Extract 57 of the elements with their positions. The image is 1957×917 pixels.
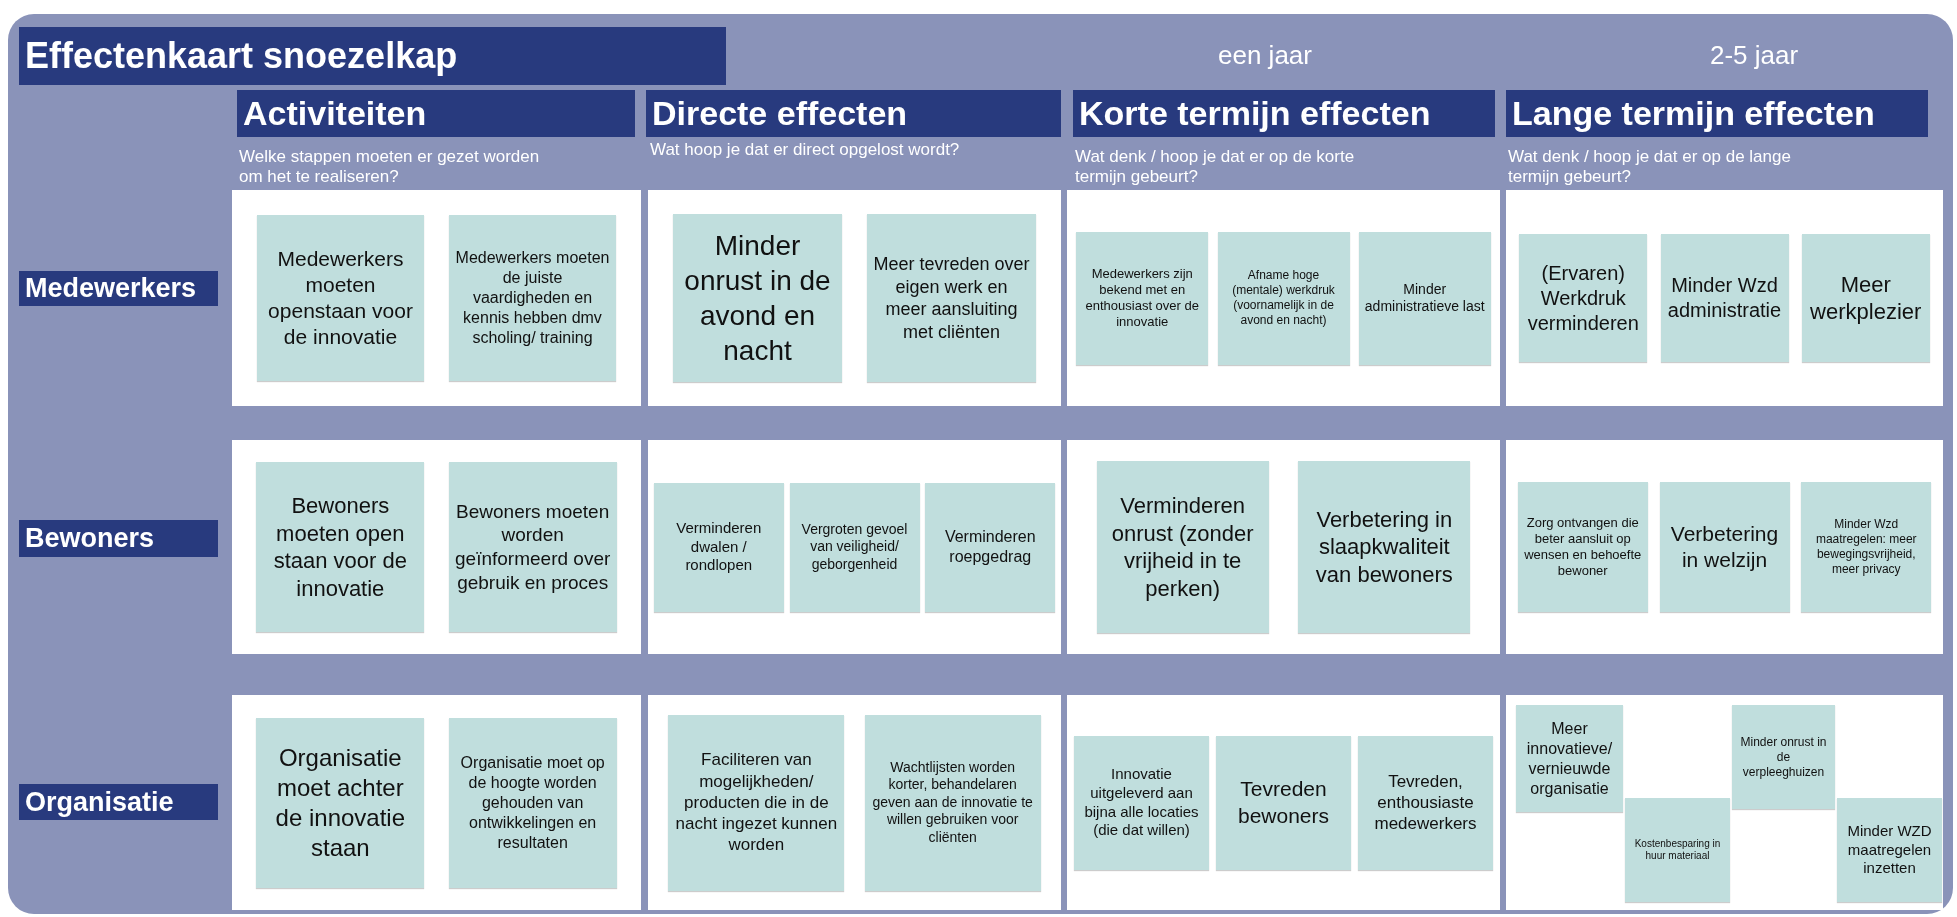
panel-background — [1506, 695, 1943, 910]
sticky-note: Verminderen roepgedrag — [925, 482, 1056, 612]
sticky-note: Vergroten gevoel van veiligheid/ geborgenheid — [789, 482, 920, 612]
sticky-note: Minder administratieve last — [1358, 231, 1491, 365]
sticky-note: Organisatie moet op de hoogte worden gehouden van ontwikkelingen en resultaten — [448, 717, 617, 888]
panel-background — [648, 440, 1061, 654]
sticky-note: Minder Wzd maatregelen: meer bewegingsvrijheid, meer privacy — [1801, 482, 1932, 612]
column-subtitle: Welke stappen moeten er gezet worden om het te realiseren? — [239, 147, 541, 187]
row-header: Bewoners — [19, 520, 218, 557]
sticky-note: (Ervaren) Werkdruk verminderen — [1519, 234, 1648, 362]
sticky-note: Minder WZD maatregelen inzetten — [1837, 798, 1942, 902]
row-header: Medewerkers — [19, 271, 218, 306]
sticky-note: Organisatie moet achter de innovatie staan — [256, 717, 425, 888]
sticky-note: Tevreden bewoners — [1216, 735, 1351, 870]
sticky-note: Verbetering in welzijn — [1659, 482, 1790, 612]
sticky-note: Zorg ontvangen die beter aansluit op wensen en behoefte bewoner — [1517, 482, 1648, 612]
panel-background — [232, 440, 641, 654]
panel-background — [648, 695, 1061, 910]
sticky-note: Bewoners moeten open staan voor de innovatie — [256, 462, 425, 632]
row-header: Organisatie — [19, 784, 218, 820]
sticky-note: Tevreden, enthousiaste medewerkers — [1358, 735, 1493, 870]
period-label: een jaar — [1218, 40, 1312, 71]
sticky-note: Minder onrust in de verpleeghuizen — [1732, 705, 1835, 809]
panel-background — [648, 190, 1061, 406]
panel-background — [1067, 190, 1500, 406]
panel-background — [1506, 190, 1943, 406]
period-label: 2-5 jaar — [1710, 40, 1799, 71]
panel-background — [232, 695, 641, 910]
sticky-note: Kostenbesparing in huur materiaal — [1625, 798, 1730, 902]
sticky-note: Medewerkers moeten openstaan voor de innovatie — [257, 215, 424, 381]
panel-background — [1067, 440, 1500, 654]
panel-background — [232, 190, 641, 406]
column-subtitle: Wat hoop je dat er direct opgelost wordt? — [650, 140, 961, 160]
sticky-note: Innovatie uitgeleverd aan bijna alle locaties (die dat willen) — [1074, 735, 1209, 870]
column-subtitle: Wat denk / hoop je dat er op de lange termijn gebeurt? — [1508, 147, 1792, 187]
panel-background — [1067, 695, 1500, 910]
column-subtitle: Wat denk / hoop je dat er op de korte termijn gebeurt? — [1075, 147, 1356, 187]
sticky-note: Medewerkers zijn bekend met en enthousiast over de innovatie — [1076, 231, 1209, 365]
column-header: Korte termijn effecten — [1073, 90, 1495, 137]
panel-background — [1506, 440, 1943, 654]
column-header: Directe effecten — [646, 90, 1061, 137]
column-header: Activiteiten — [237, 90, 635, 137]
sticky-note: Minder onrust in de avond en nacht — [673, 214, 842, 382]
sticky-note: Verminderen dwalen / rondlopen — [653, 482, 784, 612]
map-title: Effectenkaart snoezelkap — [19, 27, 726, 85]
sticky-note: Verbetering in slaapkwaliteit van bewoners — [1298, 461, 1471, 633]
sticky-note: Minder Wzd administratie — [1660, 234, 1789, 362]
sticky-note: Wachtlijsten worden korter, behandelaren geven aan de innovatie te willen gebruiken voor cliënten — [864, 714, 1041, 891]
sticky-note: Verminderen onrust (zonder vrijheid in te perken) — [1096, 461, 1269, 633]
sticky-note: Meer innovatieve/ vernieuwde organisatie — [1516, 705, 1623, 812]
sticky-note: Medewerkers moeten de juiste vaardigheden en kennis hebben dmv scholing/ training — [449, 215, 616, 381]
sticky-note: Afname hoge (mentale) werkdruk (voornamelijk in de avond en nacht) — [1217, 231, 1350, 365]
column-header: Lange termijn effecten — [1506, 90, 1928, 137]
sticky-note: Meer tevreden over eigen werk en meer aansluiting met cliënten — [867, 214, 1036, 382]
sticky-note: Bewoners moeten worden geïnformeerd over gebruik en proces — [448, 462, 617, 632]
sticky-note: Meer werkplezier — [1801, 234, 1930, 362]
sticky-note: Faciliteren van mogelijkheden/ producten die in de nacht ingezet kunnen worden — [668, 714, 845, 891]
